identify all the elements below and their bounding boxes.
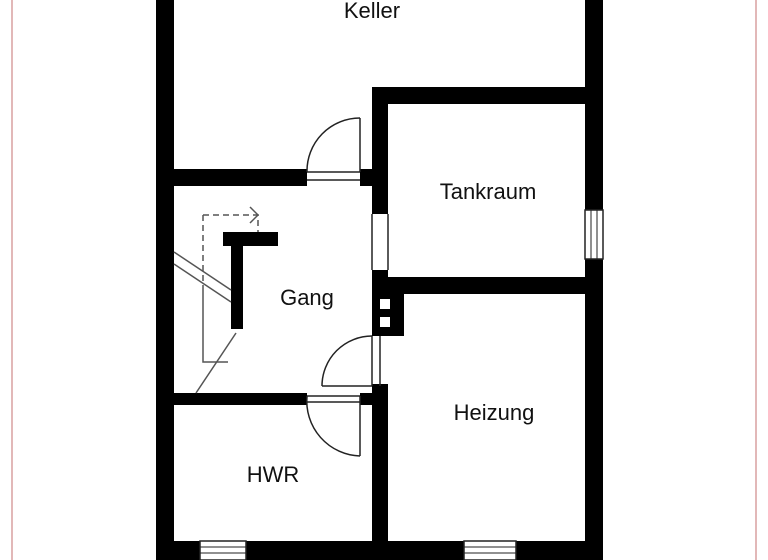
gang-inner-wall	[223, 232, 278, 329]
chimney	[372, 294, 404, 336]
wall-south-b	[246, 541, 464, 560]
interior-walls	[174, 87, 585, 541]
wall-gang-hwr-right	[360, 393, 372, 405]
room-label-gang: Gang	[280, 285, 334, 310]
wall-tankraum-south	[372, 277, 585, 294]
windows	[199, 209, 604, 560]
wall-tankraum-north	[372, 87, 585, 104]
wall-tankraum-west-upper	[372, 87, 388, 214]
door-gang-hwr	[306, 395, 361, 457]
wall-keller-gang-right	[360, 169, 372, 186]
wall-gang-hwr-left	[174, 393, 307, 405]
room-label-tankraum: Tankraum	[440, 179, 537, 204]
wall-keller-gang-left	[174, 169, 307, 186]
window-heizung-south	[463, 540, 517, 560]
room-label-keller: Keller	[344, 0, 400, 23]
door-gang-heizung	[321, 335, 381, 387]
window-tankraum-east	[584, 209, 604, 260]
wall-east-upper	[585, 0, 603, 210]
room-label-heizung: Heizung	[454, 400, 535, 425]
stairs	[173, 206, 260, 394]
wall-west	[156, 0, 174, 560]
door-keller-gang	[306, 117, 361, 181]
room-label-hwr: HWR	[247, 462, 300, 487]
window-hwr-south	[199, 540, 247, 560]
wall-heizung-west	[372, 384, 388, 541]
wall-south-c	[516, 541, 603, 560]
doors	[306, 117, 389, 457]
wall-south-a	[156, 541, 200, 560]
outer-walls	[156, 0, 603, 560]
wall-east-lower	[585, 259, 603, 560]
door-gang-tankraum	[371, 214, 389, 270]
